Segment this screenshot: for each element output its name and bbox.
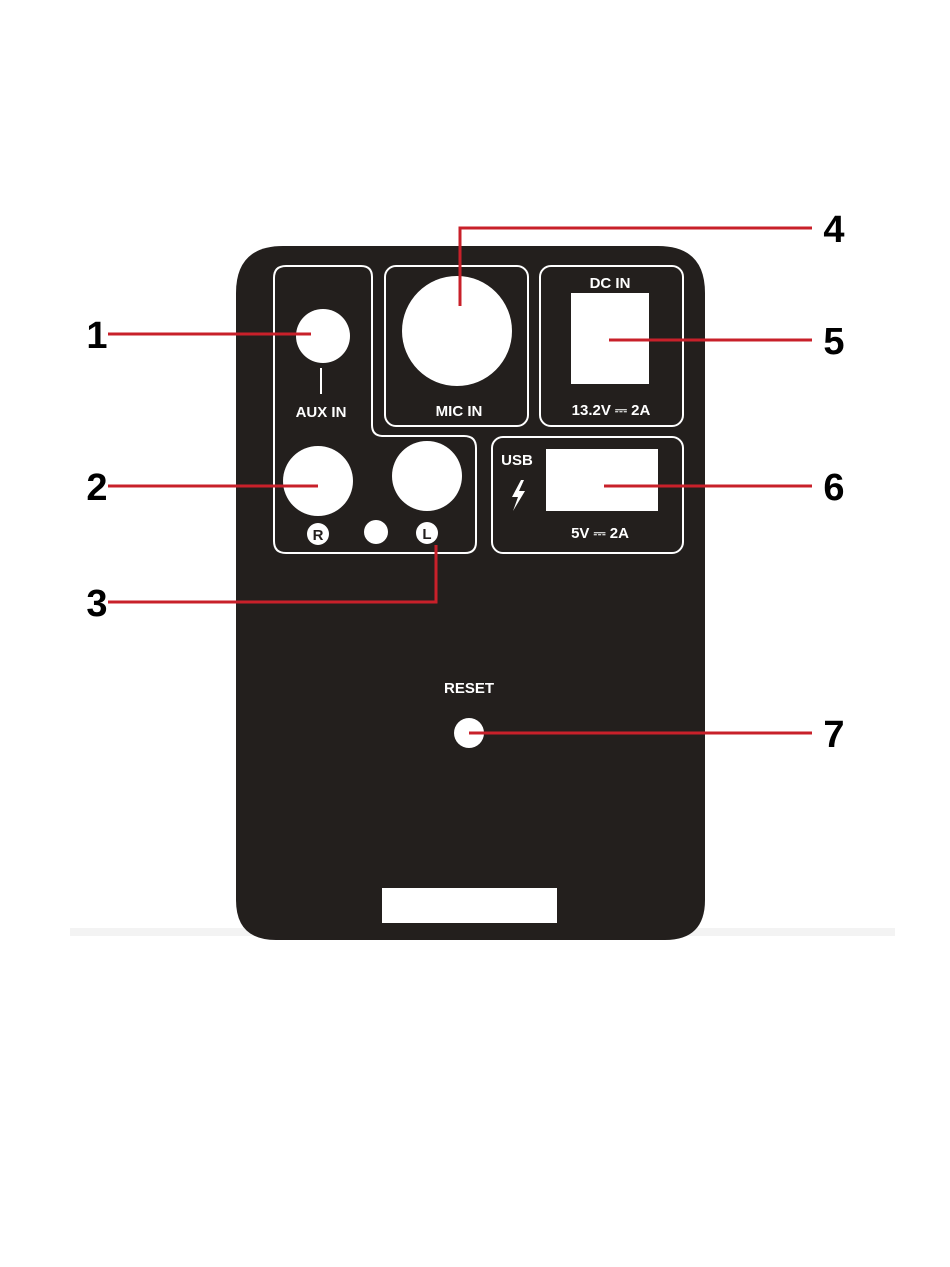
bottom-slot	[382, 888, 557, 923]
callout-number-2: 2	[86, 467, 107, 509]
dc-rating-label: 13.2V ⎓ 2A	[572, 402, 651, 419]
mic-in-jack[interactable]	[402, 276, 512, 386]
aux-in-jack[interactable]	[296, 309, 350, 363]
rca-left-jack[interactable]	[392, 441, 462, 511]
usb-port[interactable]	[546, 449, 658, 511]
callout-number-3: 3	[86, 583, 107, 625]
r-channel-label: R	[313, 527, 324, 544]
callout-number-1: 1	[86, 315, 107, 357]
l-channel-label: L	[422, 526, 431, 543]
aux-in-label: AUX IN	[296, 404, 347, 421]
callout-number-5: 5	[823, 321, 844, 363]
rca-right-jack[interactable]	[283, 446, 353, 516]
callout-number-6: 6	[823, 467, 844, 509]
usb-label: USB	[501, 452, 533, 469]
dc-in-label: DC IN	[590, 275, 631, 292]
callout-number-4: 4	[823, 209, 844, 251]
callout-number-7: 7	[823, 714, 844, 756]
mic-in-label: MIC IN	[436, 403, 483, 420]
reset-label: RESET	[444, 680, 494, 697]
center-indicator-dot	[364, 520, 388, 544]
usb-rating-label: 5V ⎓ 2A	[571, 525, 629, 542]
